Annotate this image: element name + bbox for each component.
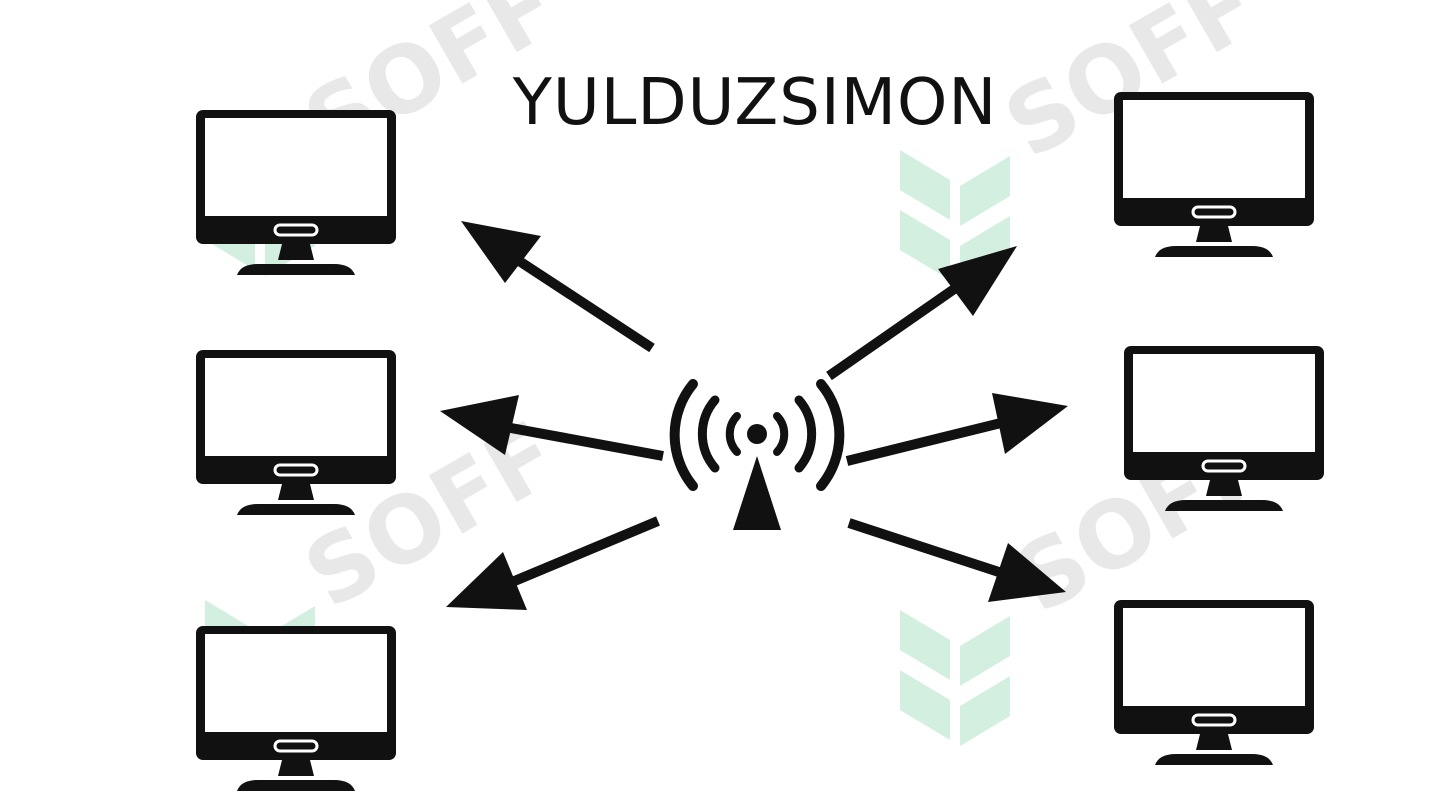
computer-monitor-icon [1112,598,1316,767]
connection-arrows [440,221,1068,610]
connection-arrow [446,516,660,610]
wireless-antenna-icon [669,379,845,530]
connection-arrow [847,518,1066,602]
computer-monitor-icon [1112,90,1316,259]
connection-arrow [845,393,1068,466]
connection-arrow [826,246,1017,381]
computer-monitor-icon [194,624,398,793]
connection-arrow [461,221,655,353]
diagram-title: YULDUZSIMON [512,66,997,140]
watermark-logo-icon [900,610,1010,746]
connection-arrow [440,395,664,461]
